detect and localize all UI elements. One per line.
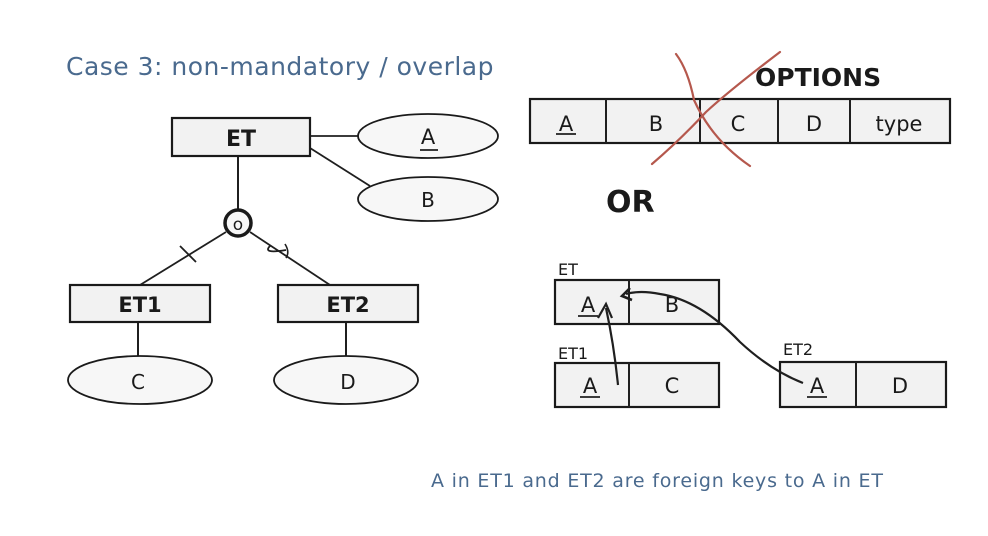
- fk-arrow-et1: [604, 307, 620, 386]
- entity-et1-box: [68, 283, 212, 324]
- attr-b-ellipse: [357, 176, 499, 222]
- table-et-box: [553, 278, 721, 326]
- single-col-c: C: [731, 112, 746, 136]
- table-et-name: ET: [558, 260, 578, 279]
- attr-c-ellipse: [67, 355, 213, 405]
- option-single-table: OPTIONS A B C D type: [528, 50, 952, 168]
- options-heading: OPTIONS: [755, 63, 881, 92]
- single-col-a: A: [559, 112, 574, 136]
- entity-et-box: [170, 116, 312, 158]
- entity-et2-label: ET2: [326, 293, 369, 317]
- or-label: OR: [606, 185, 655, 220]
- attr-d-ellipse: [273, 355, 419, 405]
- entity-et2-box: [276, 283, 420, 324]
- entity-et-label: ET: [226, 127, 256, 152]
- entity-et1-label: ET1: [118, 293, 161, 317]
- er-diagram: ET A B o ET1 ET2 C D: [67, 113, 499, 405]
- page-title: Case 3: non-mandatory / overlap: [66, 52, 494, 81]
- strike-stroke-1: [674, 52, 752, 168]
- single-col-type: type: [876, 112, 923, 136]
- overlap-circle: [223, 208, 253, 238]
- strike-stroke-2: [650, 50, 782, 166]
- table-et2-name: ET2: [783, 340, 813, 359]
- attr-b-label: B: [421, 188, 435, 212]
- fk-arrowhead-et2: [619, 287, 633, 302]
- table-et1-col-c: C: [665, 374, 680, 398]
- table-et-col-b: B: [665, 293, 679, 317]
- table-et2-col-a: A: [810, 374, 825, 398]
- subset-mark-left: [179, 245, 197, 263]
- fk-arrow-et2: [625, 290, 804, 385]
- edge-et-b: [309, 147, 371, 187]
- edge-circle-et2: [249, 231, 331, 286]
- table-et2-col-d: D: [892, 374, 908, 398]
- subset-mark-right: [267, 245, 287, 253]
- single-col-b: B: [649, 112, 663, 136]
- single-col-d: D: [806, 112, 822, 136]
- attr-a-ellipse: [357, 113, 499, 159]
- table-et2-box: [778, 360, 948, 409]
- table-et1-col-a: A: [583, 374, 598, 398]
- footnote: A in ET1 and ET2 are foreign keys to A i…: [431, 470, 884, 492]
- single-table-box: [528, 97, 952, 145]
- option-three-tables: ET A B ET1 A C ET2 A D: [553, 260, 948, 409]
- overlap-label: o: [233, 215, 243, 235]
- attr-c-label: C: [131, 370, 145, 394]
- edge-circle-et1: [139, 231, 227, 286]
- table-et-col-a: A: [581, 293, 596, 317]
- table-et1-name: ET1: [558, 344, 588, 363]
- attr-d-label: D: [340, 370, 355, 394]
- fk-arrowhead-et1: [597, 301, 614, 319]
- table-et1-box: [553, 361, 721, 409]
- subset-mark-right-2: [284, 243, 289, 259]
- attr-a-label: A: [421, 125, 436, 149]
